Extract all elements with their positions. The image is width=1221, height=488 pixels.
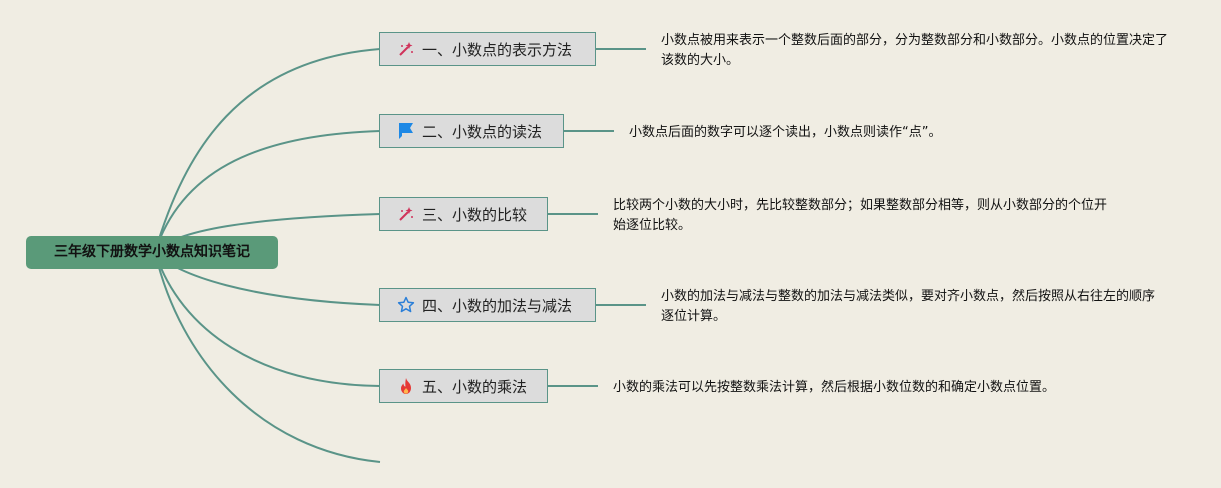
connector-2	[154, 130, 381, 253]
branch-title: 五、小数的乘法	[422, 377, 528, 396]
branch-topic-3[interactable]: 三、小数的比较	[379, 197, 548, 231]
branch-title: 三、小数的比较	[422, 205, 528, 224]
star-outline-icon	[397, 296, 415, 314]
branch-note-5: 小数的乘法可以先按整数乘法计算，然后根据小数位数的和确定小数点位置。	[613, 380, 1056, 395]
branch-title: 二、小数点的读法	[422, 122, 543, 141]
connector-6	[154, 251, 381, 463]
branch-note-1: 小数点被用来表示一个整数后面的部分，分为整数部分和小数部分。小数点的位置决定了该…	[661, 33, 1169, 68]
branch-topic-5[interactable]: 五、小数的乘法	[379, 369, 548, 403]
root-topic[interactable]: 三年级下册数学小数点知识笔记	[26, 236, 278, 269]
fire-icon	[397, 377, 415, 395]
branch-topic-4[interactable]: 四、小数的加法与减法	[379, 288, 596, 322]
branch-note-3: 比较两个小数的大小时，先比较整数部分；如果整数部分相等，则从小数部分的个位开始逐…	[613, 198, 1108, 233]
magic-wand-icon	[397, 40, 415, 58]
connector-5	[154, 251, 381, 387]
magic-wand-icon	[397, 205, 415, 223]
branch-note-4: 小数的加法与减法与整数的加法与减法类似，要对齐小数点，然后按照从右往左的顺序逐位…	[661, 289, 1156, 324]
branch-title: 四、小数的加法与减法	[422, 296, 573, 315]
connector-1	[154, 48, 381, 253]
blue-flag-icon	[397, 122, 415, 140]
branch-title: 一、小数点的表示方法	[422, 40, 573, 59]
branch-note-2: 小数点后面的数字可以逐个读出，小数点则读作“点”。	[629, 125, 942, 140]
branch-topic-2[interactable]: 二、小数点的读法	[379, 114, 564, 148]
branch-topic-1[interactable]: 一、小数点的表示方法	[379, 32, 596, 66]
